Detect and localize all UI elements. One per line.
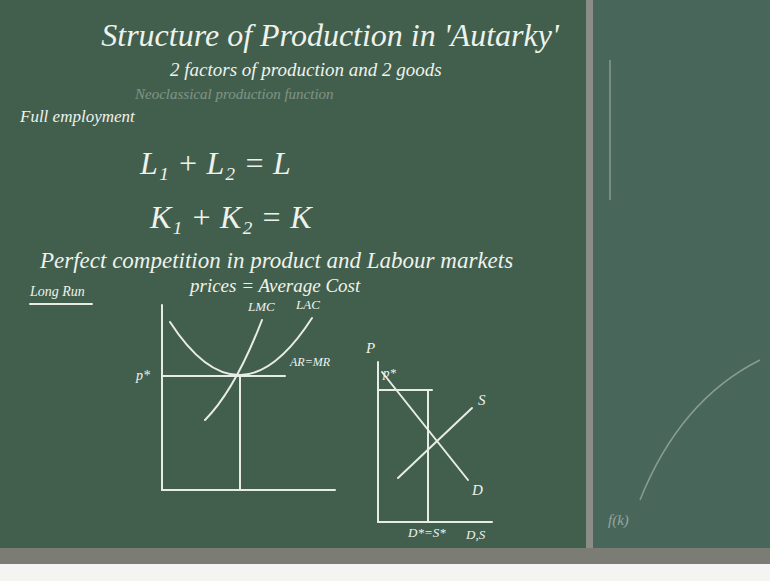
lmc-curve	[205, 320, 262, 420]
supply-line	[398, 408, 472, 478]
axis-label: p*	[136, 368, 150, 383]
output-line	[239, 376, 241, 490]
heading: Full employment	[20, 108, 135, 127]
y-axis	[161, 305, 163, 490]
equation: L₁ + L₂ = L	[140, 146, 291, 181]
left-board	[0, 0, 586, 548]
erased-note: Neoclassical production function	[135, 86, 334, 103]
curve-label: LMC	[248, 300, 275, 314]
faint-note: f(k)	[608, 512, 629, 529]
faint-right-sketch	[610, 60, 760, 500]
heading: Perfect competition in product and Labou…	[40, 248, 513, 273]
subtitle: 2 factors of production and 2 goods	[170, 60, 442, 81]
x-axis	[162, 489, 335, 491]
chalk-ledge	[0, 548, 770, 564]
faint-axis	[609, 60, 611, 200]
curve-label: S	[478, 392, 486, 409]
chalk-lines	[30, 304, 492, 522]
demand-line	[382, 372, 468, 480]
side-note: Long Run	[30, 284, 85, 299]
axis-label: D,S	[466, 528, 485, 542]
board-title: Structure of Production in 'Autarky'	[101, 18, 558, 53]
y-axis	[377, 362, 379, 522]
axis-label: D*=S*	[408, 526, 446, 540]
curve-label: AR=MR	[290, 356, 330, 369]
equation: prices = Average Cost	[190, 276, 360, 297]
price-line	[162, 375, 285, 377]
axis-label: p*	[383, 366, 396, 380]
price-line	[378, 389, 432, 391]
curve-label: LAC	[296, 298, 320, 312]
right-board	[593, 0, 770, 548]
faint-curve	[640, 360, 760, 500]
underline	[30, 303, 92, 305]
board-divider	[586, 0, 593, 548]
axis-label: P	[366, 340, 375, 357]
x-axis	[378, 521, 492, 523]
quantity-line	[427, 390, 429, 522]
equation: K₁ + K₂ = K	[150, 200, 311, 235]
curve-label: D	[472, 482, 483, 499]
